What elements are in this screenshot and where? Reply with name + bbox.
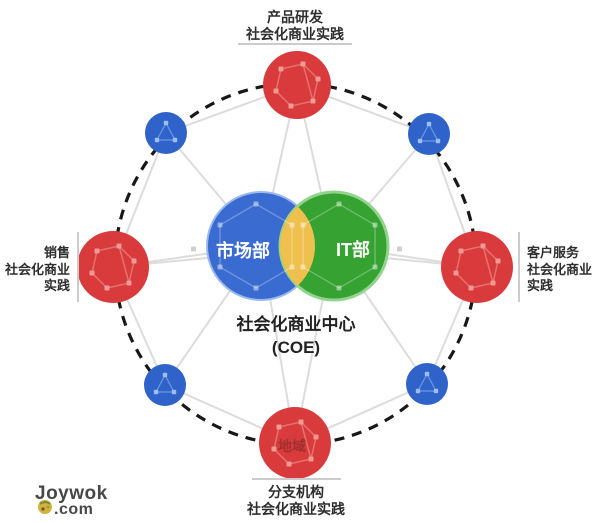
label-customer-service-line1: 客户服务	[527, 245, 580, 260]
satellite-sales-circle	[77, 231, 149, 303]
hub-overlap-region	[280, 192, 315, 300]
satellite-product-rd-circle	[263, 51, 331, 119]
joywok-logo-name: Joywok	[35, 483, 108, 504]
label-customer-service: 客户服务 社会化商业 实践	[518, 232, 592, 302]
satellite-service-circle	[441, 231, 513, 303]
hub-caption-line2: (COE)	[272, 338, 320, 357]
satellite-blue-bottomright	[406, 363, 448, 405]
hub-marketing-label: 市场部	[216, 240, 270, 261]
hub-it-label: IT部	[336, 239, 370, 260]
joywok-logo-suffix: .com	[54, 501, 93, 518]
satellite-blue-nodes	[144, 112, 450, 406]
label-sales-line3: 实践	[44, 278, 70, 293]
satellite-blue-topright	[408, 113, 450, 155]
satellite-red-nodes: 地域	[77, 51, 513, 479]
branch-region-label: 地域	[278, 438, 306, 454]
satellite-blue-bottomleft	[144, 364, 186, 406]
hub-caption-line1: 社会化商业中心	[236, 314, 356, 334]
label-product-rd-line1: 产品研发	[267, 9, 324, 25]
label-sales: 销售 社会化商业 实践	[4, 232, 79, 302]
label-branch-line1: 分支机构	[268, 484, 324, 500]
satellite-blue-topleft	[145, 112, 187, 154]
label-product-rd: 产品研发 社会化商业实践	[238, 9, 352, 45]
joywok-logo-icon	[38, 500, 52, 514]
hub-venn: 市场部 IT部 社会化商业中心 (COE)	[206, 190, 390, 357]
connector-junction-dots	[191, 246, 402, 252]
label-branch: 分支机构 社会化商业实践	[246, 478, 345, 517]
label-product-rd-line2: 社会化商业实践	[245, 26, 344, 42]
joywok-logo: Joywok .com	[35, 483, 108, 518]
label-branch-line2: 社会化商业实践	[246, 501, 345, 517]
label-customer-service-line2: 社会化商业	[526, 262, 592, 277]
label-customer-service-line3: 实践	[527, 278, 553, 293]
label-sales-line2: 社会化商业	[4, 262, 70, 277]
label-sales-line1: 销售	[44, 245, 70, 260]
